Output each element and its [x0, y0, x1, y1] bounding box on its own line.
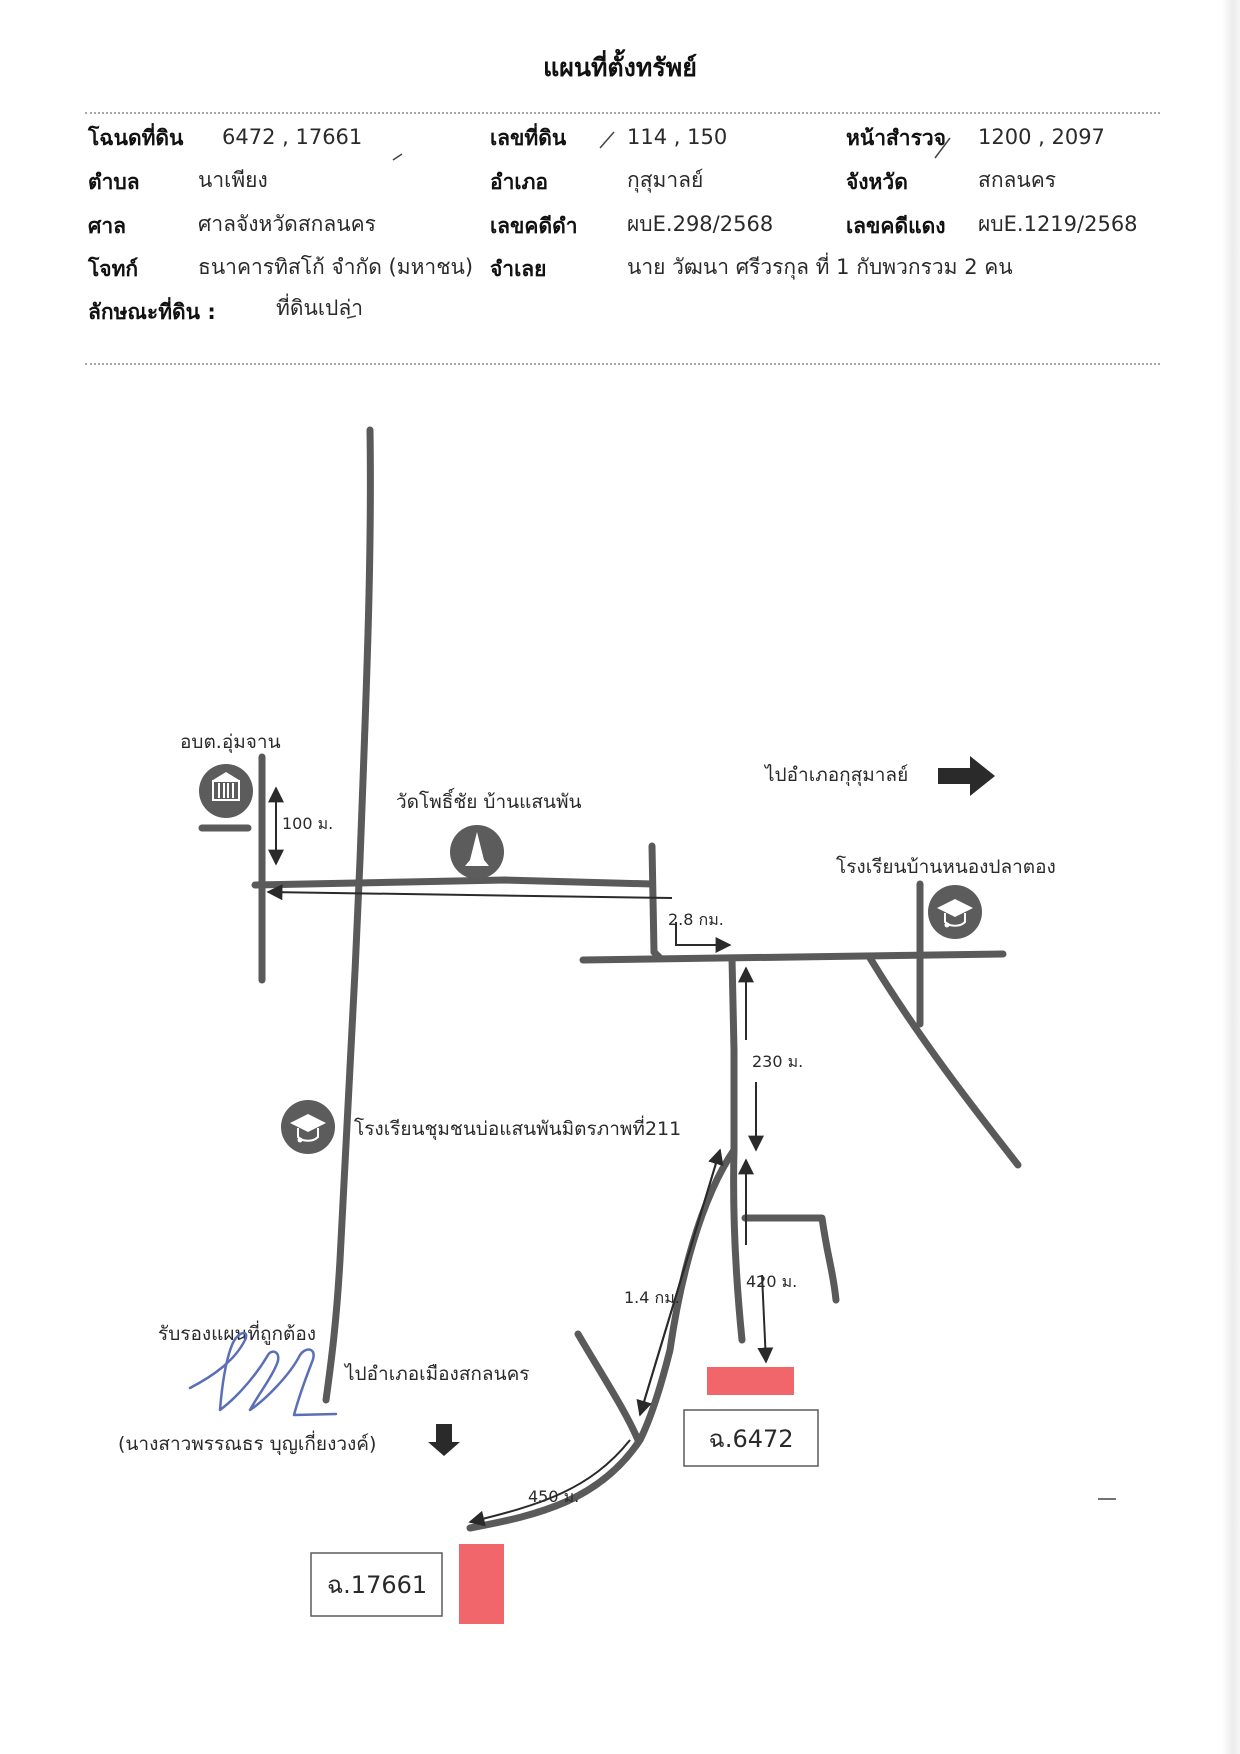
- province-label: จังหวัด: [846, 170, 908, 194]
- survey-page-value: 1200 , 2097: [978, 125, 1105, 149]
- survey-page-label: หน้าสำรวจ: [846, 126, 946, 150]
- page-edge-shadow: [1222, 0, 1240, 1754]
- plot-6472-label: ฉ.6472: [708, 1425, 793, 1453]
- road-to-plot-6472: [730, 1146, 746, 1344]
- plot-6472-marker: [707, 1367, 794, 1395]
- plot-17661-marker: [459, 1544, 504, 1624]
- direction-to-kusuman-label: ไปอำเภอกุสุมาลย์: [763, 764, 908, 787]
- distance-arrows: [266, 786, 774, 1527]
- plot-17661-label: ฉ.17661: [327, 1571, 427, 1599]
- header-bottom-divider: [85, 363, 1160, 365]
- arrow-right-icon: [938, 756, 995, 796]
- plaintiff-label: โจทก์: [88, 257, 139, 281]
- certifier-name: (นางสาวพรรณธร บุญเกี่ยงวงค์): [118, 1430, 376, 1456]
- temple-icon: [450, 825, 504, 879]
- distance-450m-label: 450 ม.: [528, 1487, 579, 1506]
- direction-to-mueang-label: ไปอำเภอเมืองสกลนคร: [343, 1363, 529, 1385]
- arrow-down-icon: [428, 1424, 460, 1456]
- road-main-east-west: [579, 950, 1007, 964]
- school-community-label: โรงเรียนชุมชนบ่อแสนพันมิตรภาพที่211: [354, 1115, 681, 1141]
- school-nong-pla-tong-label: โรงเรียนบ้านหนองปลาตอง: [836, 855, 1056, 878]
- black-case-value: ผบE.298/2568: [627, 212, 774, 236]
- district-value: กุสุมาลย์: [627, 168, 704, 192]
- arrow-1-4km-b: [639, 1148, 724, 1416]
- road-west-arc: [574, 1330, 642, 1444]
- court-label: ศาล: [88, 214, 126, 238]
- defendant-label: จำเลย: [490, 257, 547, 281]
- subdistrict-label: ตำบล: [88, 170, 140, 194]
- distance-100m-label: 100 ม.: [282, 814, 333, 833]
- plot-6472-label-box: [683, 1409, 819, 1467]
- road-temple-spur: [648, 842, 658, 956]
- defendant-value: นาย วัฒนา ศรีวรกุล ที่ 1 กับพวกรวม 2 คน: [627, 255, 1013, 279]
- land-type-label: ลักษณะที่ดิน :: [88, 300, 216, 324]
- road-diagonal-northeast: [866, 954, 1022, 1169]
- parcel-number-value: 114 , 150: [627, 125, 728, 149]
- direction-arrows: [428, 756, 995, 1456]
- red-case-value: ผบE.1219/2568: [978, 212, 1138, 236]
- signature: [188, 1331, 338, 1417]
- red-case-label: เลขคดีแดง: [846, 214, 946, 238]
- header-top-divider: [85, 112, 1160, 114]
- graduation-cap-icon: [281, 1100, 335, 1154]
- plot-17661-label-box: [310, 1552, 443, 1617]
- roads: [198, 426, 1022, 1532]
- title-deed-value: 6472 , 17661: [222, 125, 363, 149]
- road-upper-east-west: [251, 876, 656, 889]
- document-title: แผนที่ตั้งทรัพย์: [543, 53, 697, 82]
- road-east-loop: [741, 1214, 840, 1304]
- distance-420m-label: 420 ม.: [746, 1272, 797, 1291]
- graduation-cap-icon: [928, 885, 982, 939]
- arrow-420m-down: [757, 1274, 774, 1364]
- road-southwest-curve: [466, 1146, 738, 1532]
- distance-2-8km-label: 2.8 กม.: [668, 910, 724, 929]
- parcel-number-label: เลขที่ดิน: [490, 126, 567, 150]
- certification-text: รับรองแผนที่ถูกต้อง: [158, 1320, 316, 1345]
- temple-label: วัดโพธิ์ชัย บ้านแสนพัน: [396, 787, 581, 813]
- plaintiff-value: ธนาคารทิสโก้ จำกัด (มหาชน): [198, 255, 474, 279]
- black-case-label: เลขคดีดำ: [490, 214, 578, 238]
- district-label: อำเภอ: [490, 170, 549, 194]
- court-value: ศาลจังหวัดสกลนคร: [198, 212, 376, 236]
- title-deed-label: โฉนดที่ดิน: [88, 126, 184, 150]
- ink-ticks: [346, 131, 1116, 1500]
- arrow-450m: [468, 1439, 631, 1527]
- sao-office-label: อบต.อุ่มจาน: [180, 731, 281, 754]
- road-main-north-south: [322, 426, 374, 1404]
- province-value: สกลนคร: [978, 168, 1057, 192]
- distance-230m-label: 230 ม.: [752, 1052, 803, 1071]
- road-connector: [650, 948, 664, 962]
- distance-1-4km-label: 1.4 กม.: [624, 1288, 680, 1307]
- building-icon: [199, 764, 253, 818]
- subdistrict-value: นาเพียง: [198, 168, 268, 192]
- land-type-value: ที่ดินเปล่า: [276, 296, 364, 320]
- arrow-2-8km: [675, 922, 732, 953]
- road-south-branch: [728, 954, 738, 1154]
- arrow-upper-road: [266, 884, 673, 901]
